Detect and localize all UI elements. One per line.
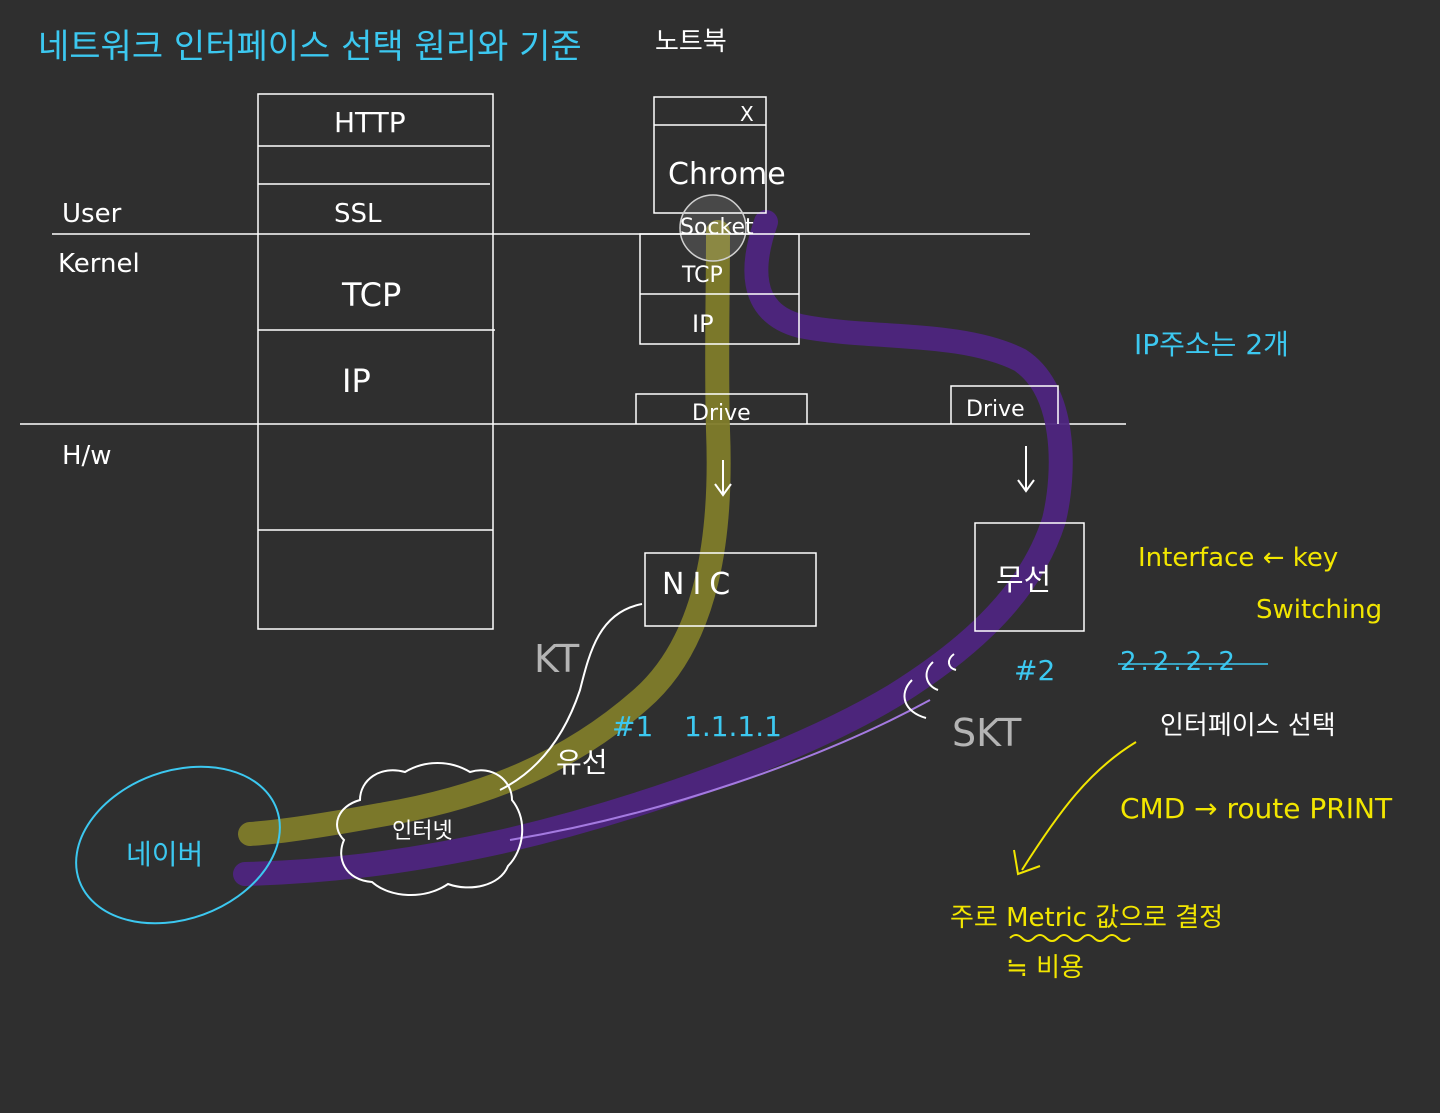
layer-label-user: User	[62, 199, 122, 229]
ip-count-note: IP주소는 2개	[1134, 328, 1289, 361]
route-1-number: #1	[612, 710, 653, 743]
nic-label: NIC	[662, 567, 738, 602]
naver-label: 네이버	[126, 838, 203, 871]
stack-tcp: TCP	[341, 276, 401, 314]
route-1-isp: KT	[534, 637, 580, 681]
laptop-tcp-ip-box	[639, 233, 800, 345]
laptop-label: 노트북	[655, 27, 727, 57]
interface-selection-title: 인터페이스 선택	[1160, 711, 1336, 741]
driver-right-label: Drive	[966, 397, 1025, 422]
nic-box	[644, 552, 817, 627]
selection-arrow-head	[1013, 849, 1041, 876]
socket-label: Socket	[680, 215, 754, 240]
switching-note: Switching	[1256, 595, 1382, 625]
route-2-isp: SKT	[952, 711, 1022, 755]
socket-circle	[679, 194, 747, 262]
interface-key-note: Interface ← key	[1138, 543, 1338, 573]
wired-cable	[499, 603, 643, 791]
stack-ip: IP	[342, 362, 371, 400]
layer-label-hw: H/w	[62, 441, 112, 471]
stack-http: HTTP	[334, 106, 406, 139]
cost-note: ≒ 비용	[1006, 953, 1084, 983]
laptop-tcp: TCP	[681, 263, 723, 288]
route-2-highlight	[233, 210, 1073, 886]
wireless-label: 무선	[996, 563, 1051, 598]
route-1-medium: 유선	[556, 746, 608, 779]
selection-arrow	[1021, 741, 1137, 871]
route-2-thin-highlight	[509, 699, 931, 841]
naver-server-ellipse	[75, 765, 281, 925]
metric-underline	[1009, 934, 1131, 942]
laptop-ip: IP	[692, 310, 714, 338]
layer-label-kernel: Kernel	[58, 249, 140, 279]
driver-arrows	[714, 446, 1035, 497]
protocol-stack	[257, 93, 495, 630]
internet-label: 인터넷	[392, 819, 453, 844]
page-title: 네트워크 인터페이스 선택 원리와 기준	[38, 27, 582, 67]
wireless-box	[974, 522, 1085, 632]
drivers	[635, 385, 1059, 424]
wireless-wave-icon	[903, 653, 957, 719]
chrome-window	[653, 96, 767, 214]
route-1-ip: 1.1.1.1	[684, 710, 782, 743]
close-icon: X	[740, 102, 754, 126]
chrome-label: Chrome	[668, 157, 786, 192]
metric-decision-note: 주로 Metric 값으로 결정	[950, 903, 1223, 933]
internet-cloud	[336, 762, 524, 896]
route-1-highlight	[238, 220, 731, 846]
route-2-number: #2	[1014, 654, 1055, 687]
stack-ssl: SSL	[334, 199, 382, 229]
route-print-command: CMD → route PRINT	[1120, 792, 1393, 825]
route-2-ip: 2.2.2.2	[1120, 647, 1239, 677]
driver-left-label: Drive	[692, 401, 751, 426]
